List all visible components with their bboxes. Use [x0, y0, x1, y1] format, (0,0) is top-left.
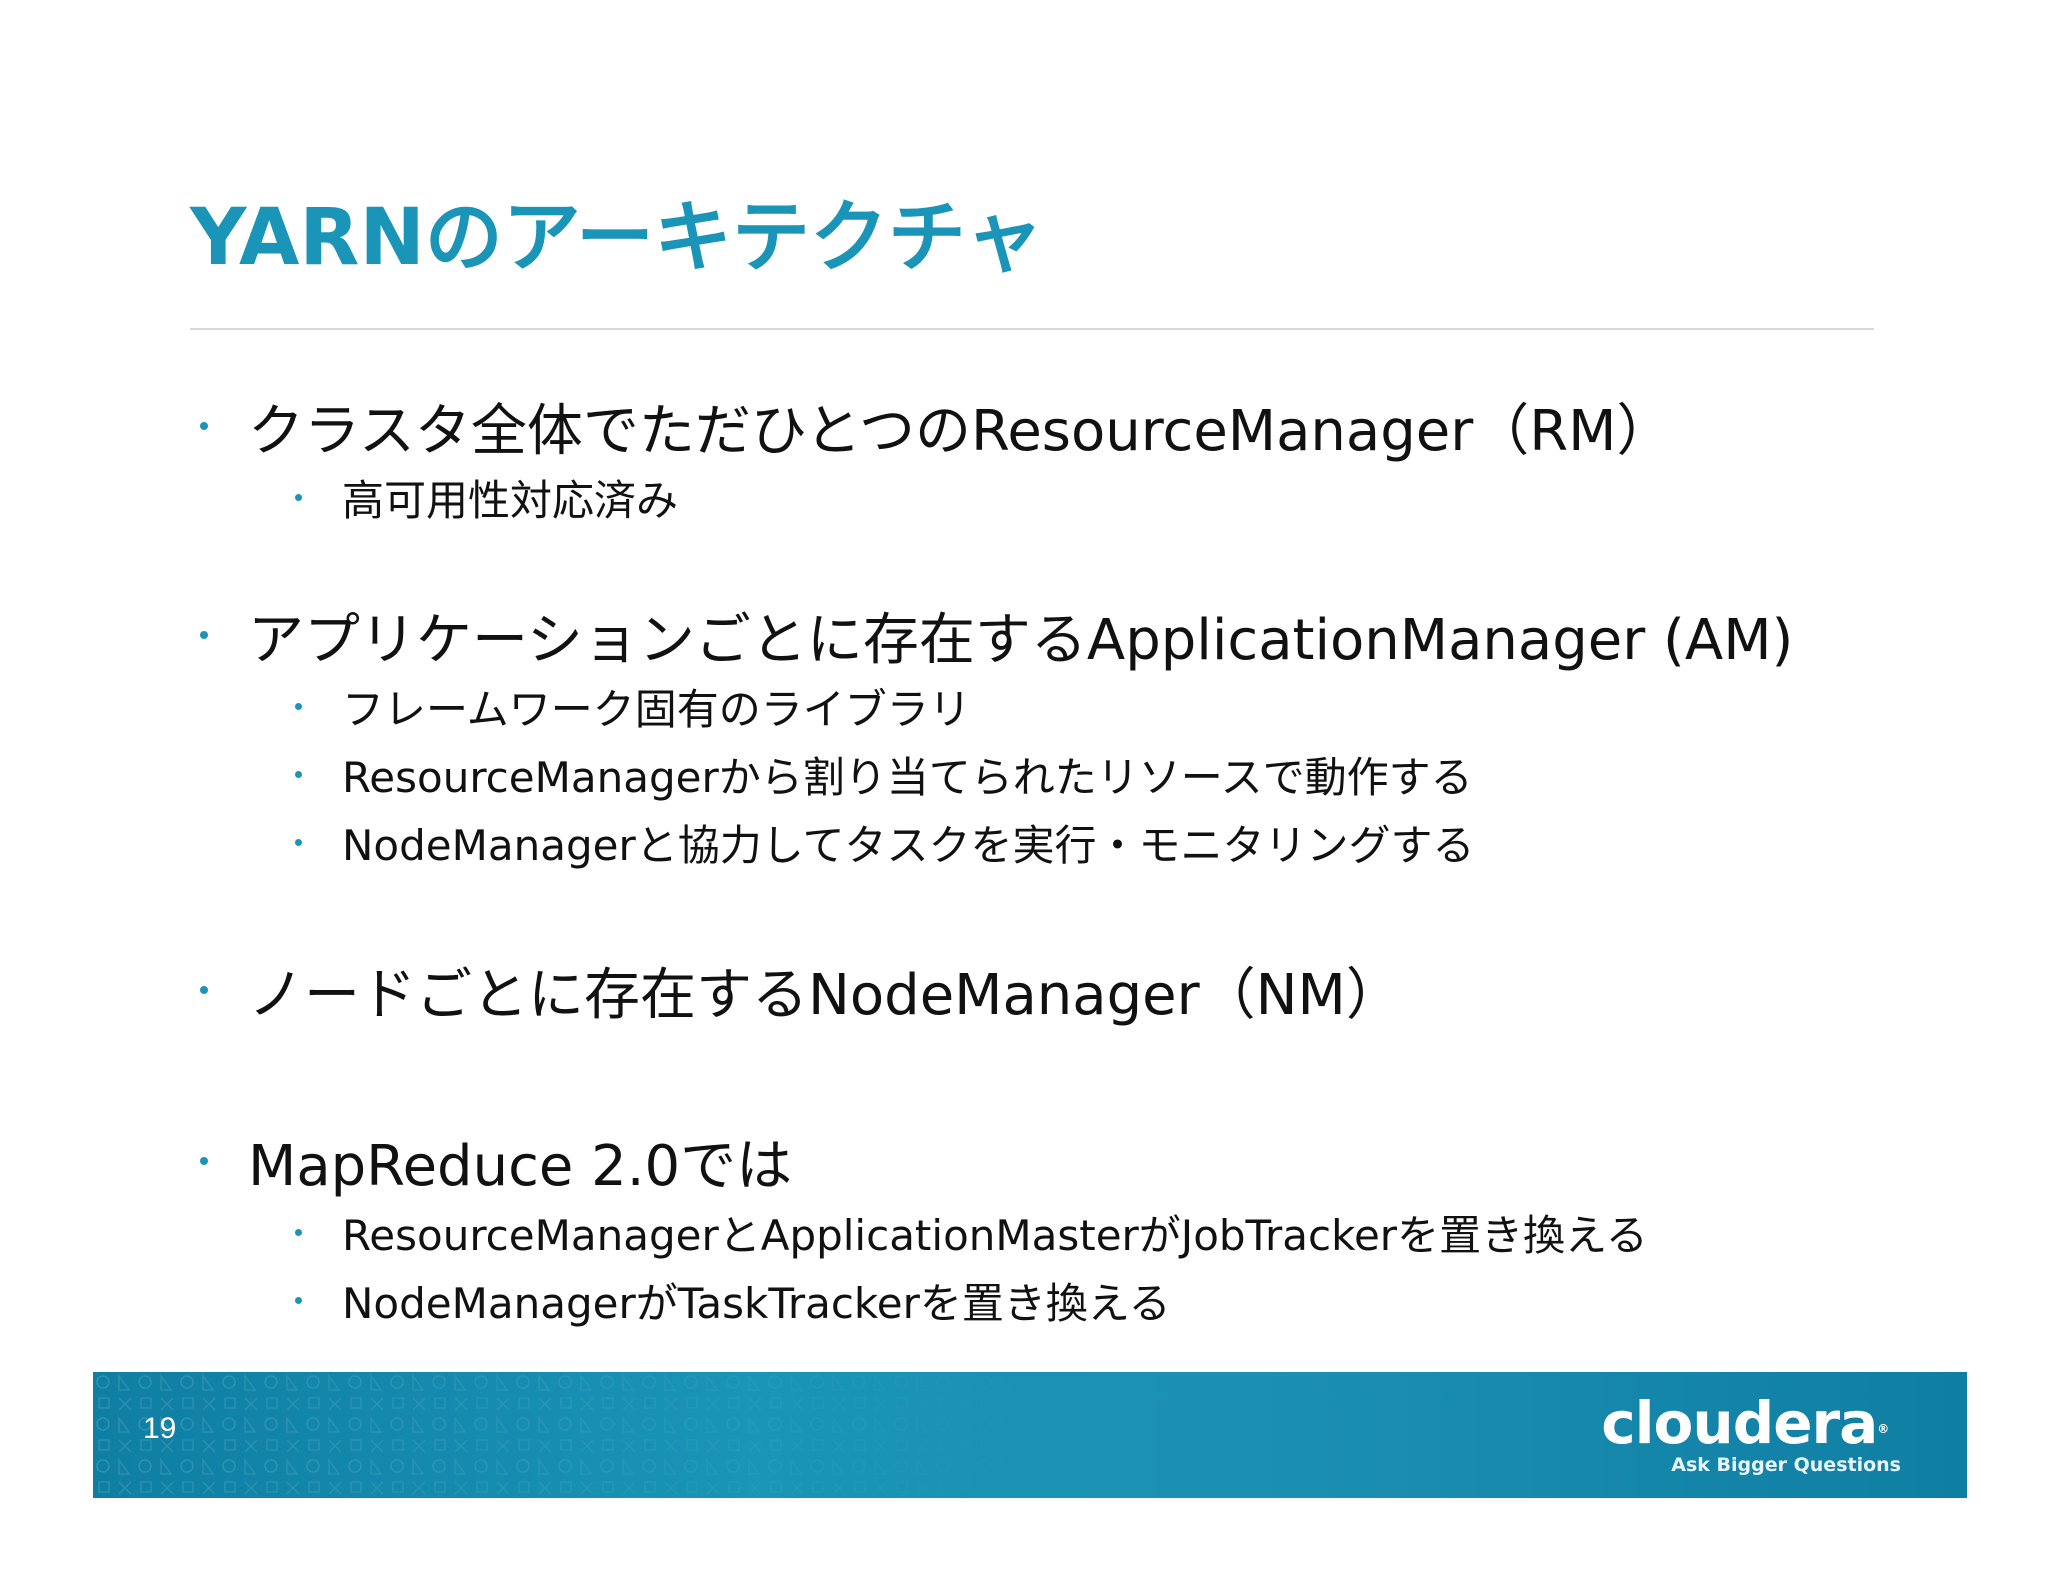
bullet-nm: ノードごとに存在するNodeManager（NM） [200, 950, 1402, 1030]
sub-bullet-text: 高可用性対応済み [342, 475, 679, 525]
bullet-dot-icon [295, 493, 302, 501]
sub-bullet-framework: フレームワーク固有のライブラリ [295, 674, 971, 738]
sub-bullet-text: NodeManagerと協力してタスクを実行・モニタリングする [342, 820, 1475, 870]
bullet-dot-icon [295, 1228, 302, 1236]
sub-bullet-tasktracker: NodeManagerがTaskTrackerを置き換える [295, 1268, 1171, 1332]
slide-title: YARNのアーキテクチャ [190, 193, 1044, 283]
bullet-dot-icon [200, 422, 208, 430]
bullet-dot-icon [295, 770, 302, 778]
sub-bullet-text: ResourceManagerとApplicationMasterがJobTra… [342, 1210, 1648, 1260]
sub-bullet-resources: ResourceManagerから割り当てられたリソースで動作する [295, 742, 1473, 806]
sub-bullet-text: フレームワーク固有のライブラリ [342, 684, 971, 734]
bullet-text: クラスタ全体でただひとつのResourceManager（RM） [248, 398, 1673, 464]
cloudera-logo: cloudera® Ask Bigger Questions [1601, 1392, 1901, 1476]
bullet-am: アプリケーションごとに存在するApplicationManager (AM) [200, 595, 1793, 675]
sub-bullet-ha: 高可用性対応済み [295, 465, 678, 529]
bullet-mr2: MapReduce 2.0では [200, 1121, 792, 1201]
bullet-dot-icon [200, 631, 208, 639]
sub-bullet-jobtracker: ResourceManagerとApplicationMasterがJobTra… [295, 1200, 1648, 1264]
title-divider [190, 328, 1874, 330]
bullet-rm: クラスタ全体でただひとつのResourceManager（RM） [200, 386, 1672, 466]
bullet-dot-icon [295, 838, 302, 846]
bullet-dot-icon [295, 1296, 302, 1304]
footer-pattern [93, 1372, 1093, 1498]
bullet-text: MapReduce 2.0では [248, 1133, 793, 1199]
sub-bullet-monitoring: NodeManagerと協力してタスクを実行・モニタリングする [295, 810, 1474, 874]
sub-bullet-text: ResourceManagerから割り当てられたリソースで動作する [342, 752, 1473, 802]
bullet-text: ノードごとに存在するNodeManager（NM） [248, 962, 1402, 1028]
bullet-text: アプリケーションごとに存在するApplicationManager (AM) [248, 607, 1794, 673]
bullet-dot-icon [295, 702, 302, 710]
logo-wordmark: cloudera® [1601, 1389, 1889, 1457]
sub-bullet-text: NodeManagerがTaskTrackerを置き換える [342, 1278, 1171, 1328]
logo-tagline: Ask Bigger Questions [1671, 1454, 1901, 1476]
page-number: 19 [143, 1412, 177, 1445]
bullet-dot-icon [200, 986, 208, 994]
footer-band: 19 cloudera® Ask Bigger Questions [93, 1372, 1967, 1498]
bullet-dot-icon [200, 1157, 208, 1165]
